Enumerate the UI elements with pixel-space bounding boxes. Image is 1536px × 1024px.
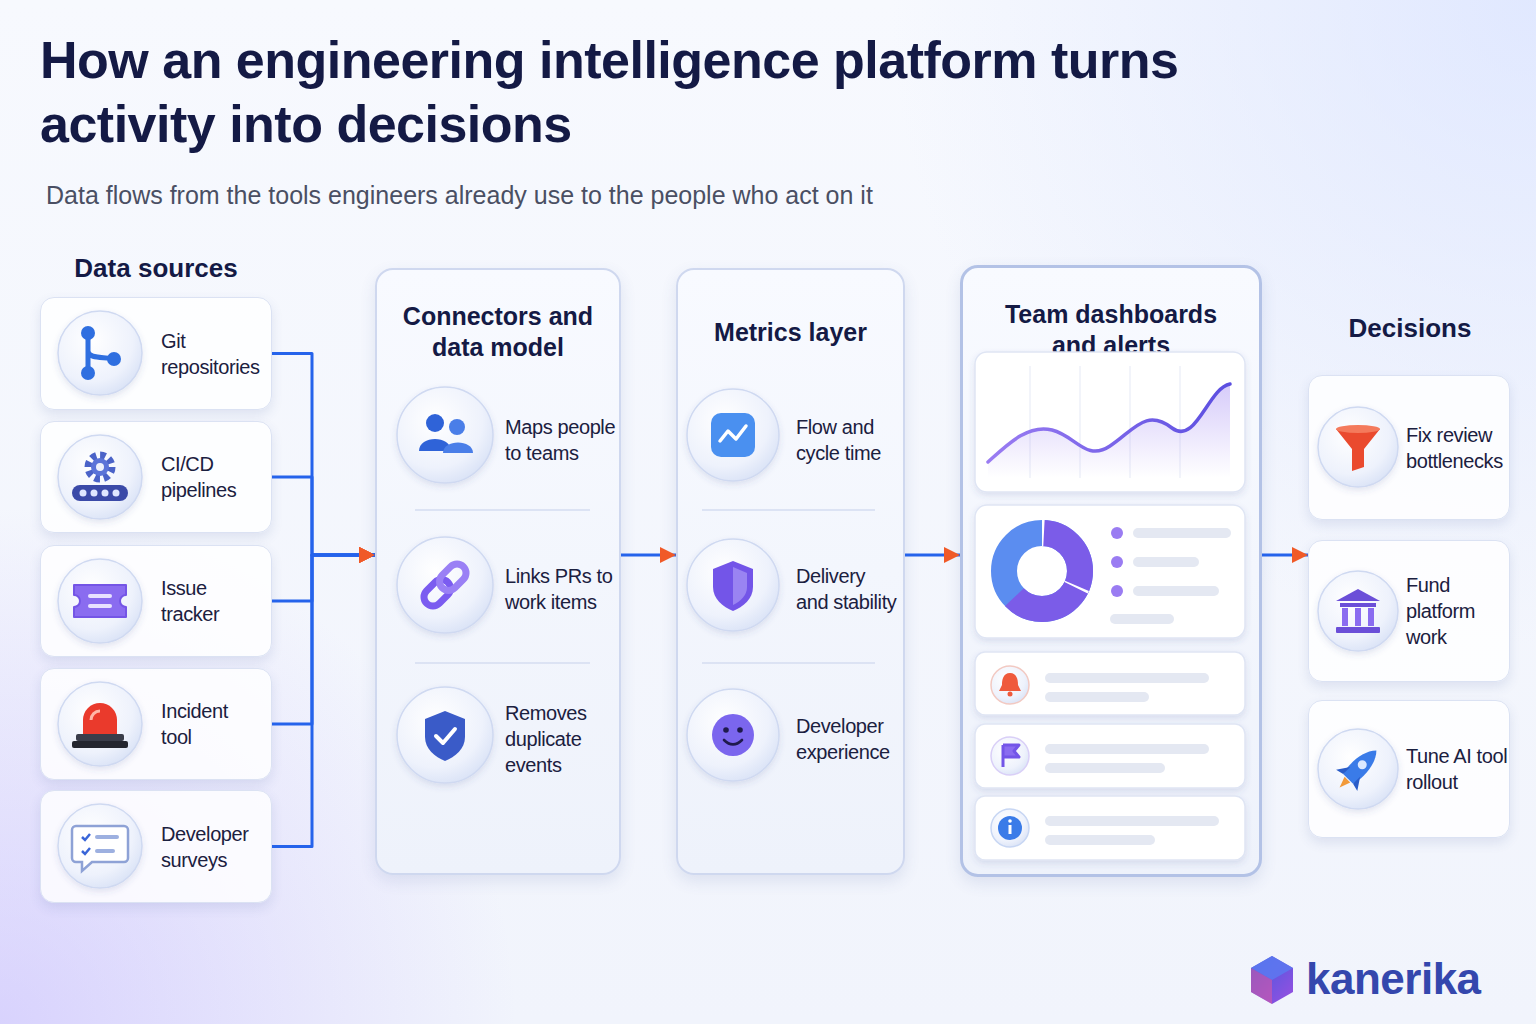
- node-label: Fix review bottlenecks: [1406, 422, 1509, 474]
- stage-panel: Team dashboards and alerts: [960, 265, 1262, 877]
- flow-connector: [621, 554, 676, 557]
- page-caption: Data flows from the tools engineers alre…: [46, 180, 1246, 210]
- divider-line: [702, 662, 875, 664]
- flow-connector: [272, 354, 375, 556]
- divider-line: [415, 662, 590, 664]
- node-label: CI/CD pipelines: [161, 451, 261, 503]
- donut-chart: [1004, 527, 1231, 624]
- decision-box: Fund platform work: [1308, 540, 1510, 682]
- node-label: Issue tracker: [161, 575, 253, 627]
- flow-connector: [1262, 554, 1308, 557]
- ticket-icon: [74, 585, 126, 617]
- node-label: Developer surveys: [161, 821, 271, 873]
- rocket-icon: [1329, 740, 1387, 798]
- stage-panel: Connectors and data modelMaps people to …: [375, 268, 621, 875]
- node-label: Tune AI tool rollout: [1406, 743, 1509, 795]
- panel-item: Links PRs to work items: [382, 530, 618, 648]
- divider-line: [415, 509, 590, 511]
- node-label: Links PRs to work items: [505, 563, 618, 615]
- panel-item: Removes duplicate events: [382, 678, 618, 800]
- flow-connector: [905, 554, 960, 557]
- node-label: Incident tool: [161, 698, 261, 750]
- divider-line: [702, 509, 875, 511]
- smiley-icon: [712, 714, 754, 756]
- panel-item: Delivery and stability: [683, 530, 902, 648]
- node-label: Maps people to teams: [505, 414, 618, 466]
- decision-box: Fix review bottlenecks: [1308, 375, 1510, 520]
- icon-backdrops: [58, 311, 1398, 888]
- siren-icon: [72, 703, 128, 748]
- logo-cube: [1251, 956, 1293, 1004]
- node-label: Fund platform work: [1406, 572, 1509, 650]
- shield-check-icon: [425, 711, 465, 761]
- node-label: Git repositories: [161, 328, 271, 380]
- column-heading: Data sources: [40, 252, 272, 284]
- source-box: Incident tool: [40, 668, 272, 780]
- shield-icon: [713, 561, 753, 611]
- node-label: Delivery and stability: [796, 563, 900, 615]
- flow-connector: [272, 555, 375, 847]
- source-box: Issue tracker: [40, 545, 272, 657]
- node-label: Removes duplicate events: [505, 700, 618, 778]
- people-icon: [419, 414, 473, 453]
- source-box: Developer surveys: [40, 790, 272, 903]
- decision-box: Tune AI tool rollout: [1308, 700, 1510, 838]
- funnel-icon: [1336, 425, 1380, 471]
- flow-connector: [272, 555, 375, 724]
- source-box: Git repositories: [40, 297, 272, 410]
- line-chart: [988, 366, 1230, 478]
- chain-icon: [420, 560, 469, 609]
- alert-rows: [991, 666, 1219, 847]
- flow-icon: [711, 413, 755, 457]
- pipeline-icon: [72, 456, 128, 501]
- dashboard-cards: [975, 352, 1245, 860]
- git-icon: [81, 326, 121, 380]
- panel-item: Developer experience: [683, 678, 902, 800]
- panel-heading: Team dashboards and alerts: [985, 286, 1237, 374]
- node-label: Flow and cycle time: [796, 414, 900, 466]
- stage-panel: Metrics layerFlow and cycle timeDelivery…: [676, 268, 905, 875]
- panel-heading: Connectors and data model: [392, 288, 604, 376]
- survey-icon: [72, 826, 128, 871]
- node-label: Developer experience: [796, 713, 900, 765]
- source-box: CI/CD pipelines: [40, 421, 272, 533]
- bank-icon: [1336, 589, 1380, 633]
- panel-item: Maps people to teams: [382, 377, 618, 502]
- panel-heading: Metrics layer: [693, 288, 888, 376]
- flow-connector: [272, 555, 375, 601]
- brand-logo: kanerika: [1306, 953, 1526, 1005]
- panel-item: Flow and cycle time: [683, 377, 902, 502]
- column-heading: Decisions: [1308, 312, 1512, 344]
- flow-connector: [272, 477, 375, 555]
- page-title: How an engineering intelligence platform…: [40, 28, 1340, 156]
